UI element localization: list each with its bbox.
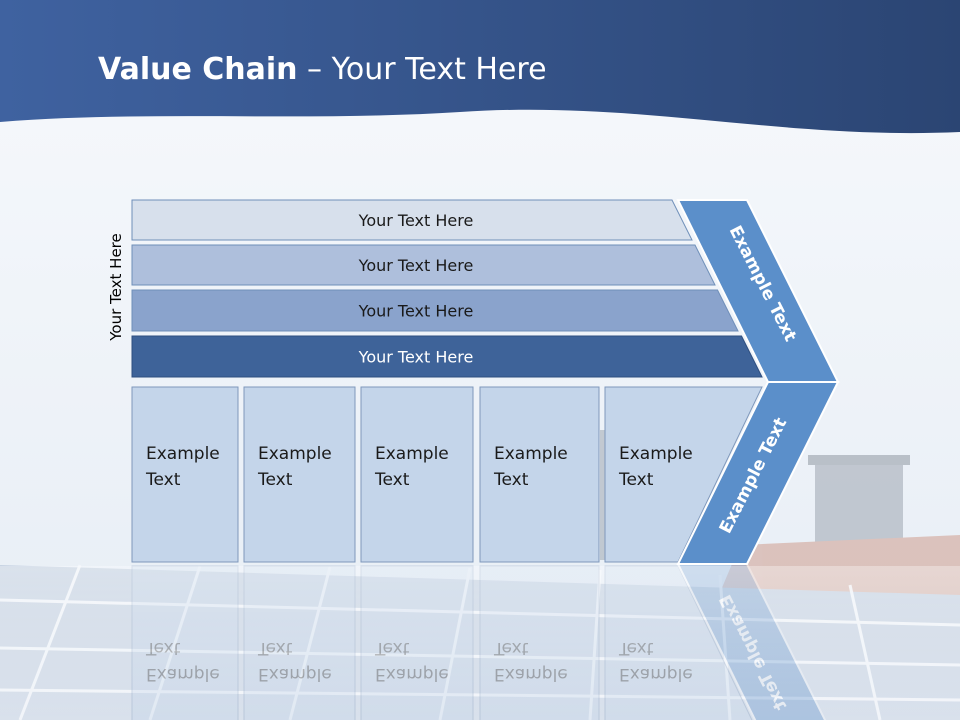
value-chain-row bbox=[131, 244, 716, 286]
title-bold: Value Chain bbox=[98, 52, 298, 87]
row-label: Your Text Here bbox=[358, 256, 474, 275]
chevron-lower-segment bbox=[676, 381, 840, 565]
activity-column bbox=[243, 386, 356, 563]
side-label: Your Text Here bbox=[107, 233, 125, 341]
column-label-line2: Text bbox=[374, 470, 410, 490]
activity-column bbox=[360, 386, 474, 563]
page-title: Value Chain – Your Text Here bbox=[98, 52, 547, 87]
row-label: Your Text Here bbox=[358, 302, 474, 321]
row-label: Your Text Here bbox=[358, 211, 474, 230]
value-chain-row bbox=[131, 199, 693, 241]
column-label-line1: Example bbox=[619, 444, 693, 464]
column-label-line1: Example bbox=[258, 444, 332, 464]
column-label-line1: Example bbox=[375, 444, 449, 464]
column-label-line2: Text bbox=[145, 470, 181, 490]
activity-column bbox=[131, 386, 239, 563]
column-label-line2: Text bbox=[257, 470, 293, 490]
column-label-line1: Example bbox=[146, 444, 220, 464]
header-band bbox=[0, 0, 960, 134]
activity-column bbox=[479, 386, 600, 563]
column-label-line2: Text bbox=[493, 470, 529, 490]
row-label: Your Text Here bbox=[358, 348, 474, 367]
value-chain-row bbox=[131, 335, 763, 378]
title-rest: – Your Text Here bbox=[297, 52, 547, 87]
value-chain-row bbox=[131, 289, 739, 332]
reflection-fade bbox=[0, 566, 960, 720]
column-label-line2: Text bbox=[618, 470, 654, 490]
column-label-line1: Example bbox=[494, 444, 568, 464]
